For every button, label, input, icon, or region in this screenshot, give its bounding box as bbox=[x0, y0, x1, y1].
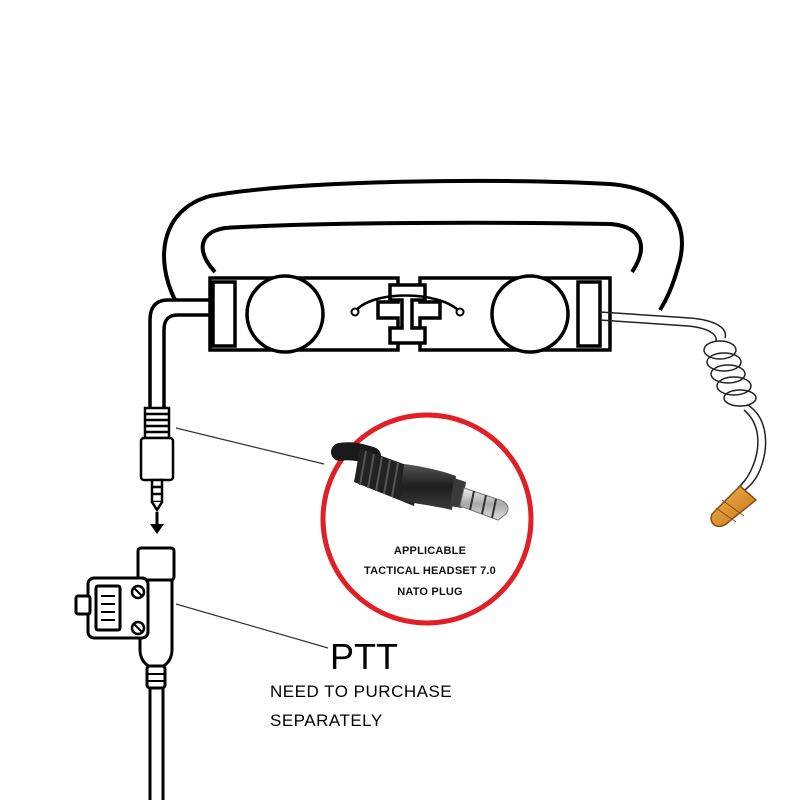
plug-body bbox=[139, 436, 175, 482]
callout-line-2: TACTICAL HEADSET 7.0 bbox=[364, 565, 496, 577]
right-speaker bbox=[490, 274, 570, 354]
plug-molded-body bbox=[400, 464, 456, 510]
headband-outer bbox=[162, 178, 684, 312]
ptt-label: PTT bbox=[330, 636, 398, 677]
earmuff-assembly bbox=[208, 274, 612, 354]
purchase-note-line-2: SEPARATELY bbox=[270, 711, 383, 730]
callout-line-1: APPLICABLE bbox=[393, 545, 467, 557]
ptt-button-tab bbox=[74, 594, 92, 616]
pointer-line-ptt bbox=[175, 603, 329, 649]
headband-inner bbox=[200, 220, 643, 274]
ptt-button bbox=[94, 584, 122, 632]
wire-end-right bbox=[455, 307, 465, 317]
nato-plug-photo bbox=[331, 442, 509, 521]
ptt-unit bbox=[74, 546, 176, 690]
eartip bbox=[710, 484, 758, 528]
audio-plug bbox=[139, 406, 175, 513]
ptt-cable bbox=[148, 688, 165, 800]
down-arrow-icon bbox=[150, 512, 164, 534]
center-joint bbox=[388, 283, 427, 345]
callout-line-3: NATO PLUG bbox=[397, 586, 463, 598]
ptt-strain-relief bbox=[145, 664, 167, 690]
pointer-line-plug bbox=[175, 427, 325, 465]
plug-tip bbox=[150, 478, 164, 504]
left-clip bbox=[211, 280, 237, 348]
acoustic-tube bbox=[599, 311, 767, 493]
wire-end-left bbox=[350, 307, 360, 317]
purchase-note-line-1: NEED TO PURCHASE bbox=[270, 682, 453, 701]
cross-wire bbox=[353, 294, 461, 313]
ptt-socket bbox=[136, 546, 176, 582]
left-cable bbox=[148, 298, 213, 410]
left-speaker bbox=[245, 274, 325, 354]
plug-strain-relief bbox=[143, 406, 171, 440]
right-clip bbox=[576, 280, 602, 348]
callout-circle bbox=[320, 412, 534, 626]
headband bbox=[162, 178, 684, 312]
